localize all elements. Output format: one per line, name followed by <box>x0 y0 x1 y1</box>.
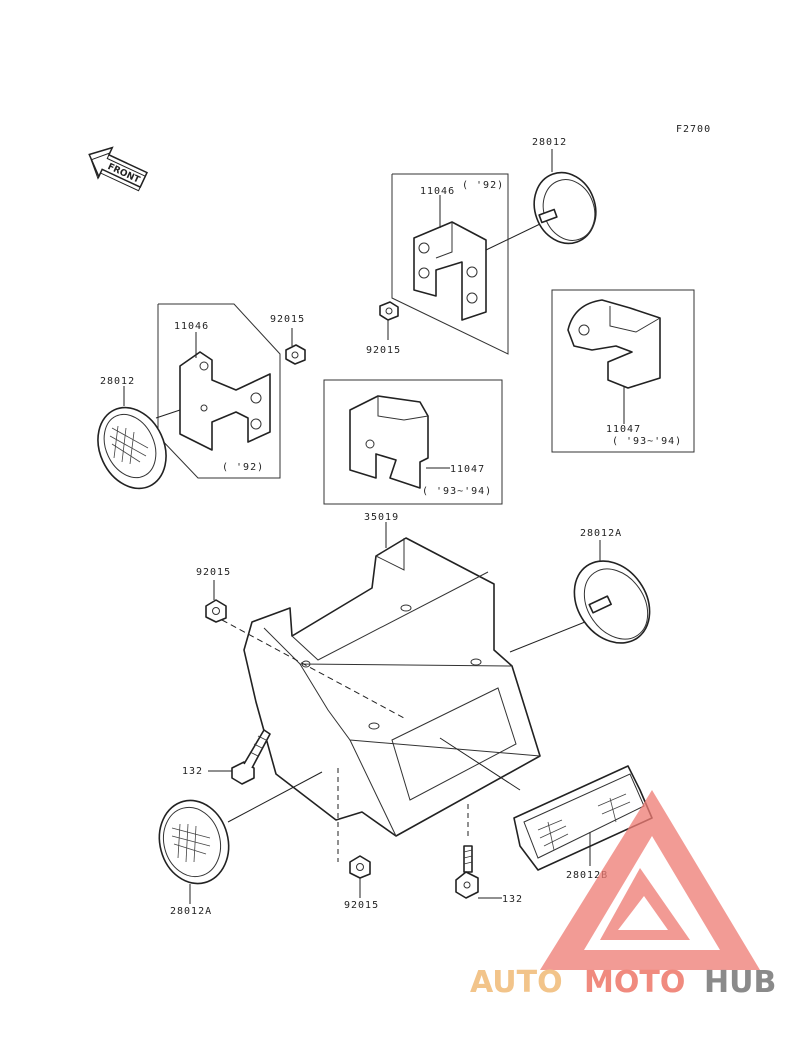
nut-92015-top <box>379 301 399 340</box>
label-28012-left: 28012 <box>100 376 135 387</box>
label-28012A-bottom: 28012A <box>170 906 212 917</box>
figure-code: F2700 <box>676 124 711 135</box>
reflector-28012A-right <box>573 540 651 644</box>
label-132-left: 132 <box>182 766 203 777</box>
watermark-text-auto: AUTO <box>470 965 563 1000</box>
label-35019: 35019 <box>364 512 399 523</box>
reflector-28012-top <box>533 149 597 245</box>
watermark-logo <box>540 790 760 970</box>
label-11047-right: 11047 <box>606 424 641 435</box>
nut-92015-main <box>205 580 227 623</box>
label-11046-left: 11046 <box>174 321 209 332</box>
label-92015-bottom: 92015 <box>344 900 379 911</box>
nut-92015-bottom <box>337 768 371 898</box>
nut-92015-left <box>285 328 306 365</box>
label-132-bottom: 132 <box>502 894 523 905</box>
label-11046-top: 11046 <box>420 186 455 197</box>
label-92015-main: 92015 <box>196 567 231 578</box>
watermark-text-hub: HUB <box>704 965 776 1000</box>
reflector-28012A-bottom <box>158 771 323 904</box>
label-28012-top: 28012 <box>532 137 567 148</box>
watermark-text-moto: MOTO <box>584 965 685 1000</box>
label-11046-top-year: ( '92) <box>462 180 504 191</box>
main-bracket-35019 <box>221 522 591 837</box>
watermark-text: AUTO MOTO HUB <box>470 965 776 1000</box>
label-92015-left: 92015 <box>270 314 305 325</box>
bracket-11047-right <box>551 289 695 453</box>
label-11046-left-year: ( '92) <box>222 462 264 473</box>
reflector-28012-left <box>97 386 181 490</box>
bracket-11047-center <box>323 379 503 505</box>
label-92015-top: 92015 <box>366 345 401 356</box>
label-11047-right-year: ( '93~'94) <box>612 436 682 447</box>
label-28012B: 28012B <box>566 870 608 881</box>
bolt-132-bottom <box>455 804 502 899</box>
bracket-11046-top <box>391 173 541 355</box>
front-arrow-icon: FRONT <box>88 146 148 192</box>
label-11047-center: 11047 <box>450 464 485 475</box>
label-11047-center-year: ( '93~'94) <box>422 486 492 497</box>
label-28012A-right: 28012A <box>580 528 622 539</box>
bolt-132-left <box>208 729 271 785</box>
